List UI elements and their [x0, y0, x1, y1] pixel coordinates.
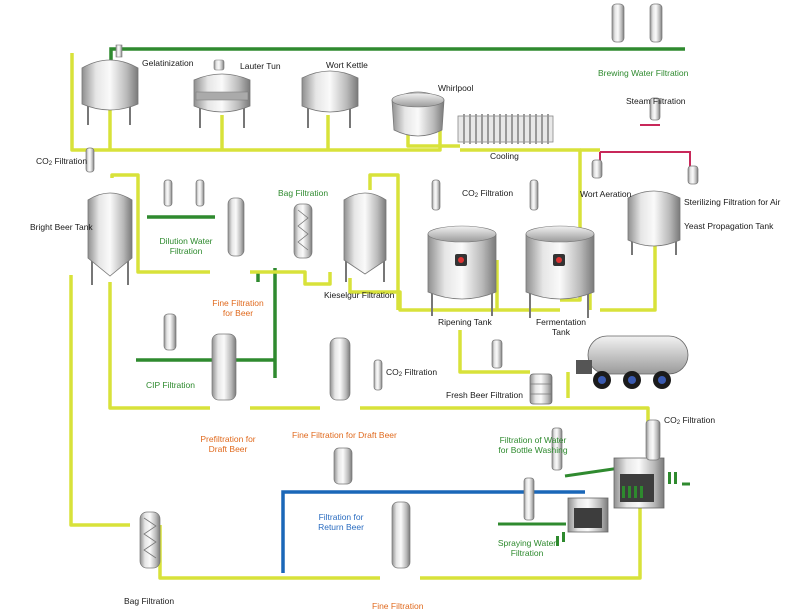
gelatinization-vessel — [81, 44, 139, 125]
label-co2-filtration-right: CO2 Filtration — [664, 415, 716, 426]
lauter-tun — [193, 59, 251, 128]
label-yeast-propagation-tank: Yeast Propagation Tank — [684, 221, 774, 231]
fermentation-tank — [525, 225, 595, 318]
bag-filter-bottom — [139, 511, 161, 569]
green-water-pipe-top — [109, 47, 685, 62]
beer-pipes — [69, 53, 657, 580]
label-lauter-tun: Lauter Tun — [240, 61, 281, 71]
label-bag-filtration-top: Bag Filtration — [278, 188, 329, 198]
kieselgur-filter-tank — [343, 192, 387, 282]
return-beer-pipe — [281, 490, 585, 573]
steam-pipe — [599, 124, 691, 175]
label-brewing-water-filtration: Brewing Water Filtration — [598, 68, 689, 78]
label-bag-filtration-bottom: Bag Filtration — [124, 596, 175, 606]
label-cooling: Cooling — [490, 151, 519, 161]
green-water-pipe-washing — [498, 466, 690, 526]
label-wort-kettle: Wort Kettle — [326, 60, 368, 70]
label-fresh-beer-filtration: Fresh Beer Filtration — [446, 390, 523, 400]
label-co2-filtration-left: CO2 Filtration — [36, 156, 88, 167]
label-cip-filtration: CIP Filtration — [146, 380, 195, 390]
label-wort-aeration: Wort Aeration — [580, 189, 632, 199]
filter-housings — [85, 3, 699, 569]
label-whirlpool: Whirlpool — [438, 83, 474, 93]
yeast-propagation-tank — [627, 190, 681, 255]
green-water-pipe-cip — [136, 268, 277, 378]
label-fine-filtration-draft-beer: Fine Filtration for Draft Beer — [292, 430, 397, 440]
cooling-unit — [457, 114, 554, 144]
label-fine-filtration-bottom: Fine Filtration — [372, 601, 424, 611]
label-ripening-tank: Ripening Tank — [438, 317, 492, 327]
whirlpool — [391, 91, 445, 137]
label-sterilizing-filtration-air: Sterilizing Filtration for Air — [684, 197, 781, 207]
label-gelatinization: Gelatinization — [142, 58, 194, 68]
bag-filter-top — [293, 203, 313, 259]
label-kieselgur-filtration: Kieselgur Filtration — [324, 290, 395, 300]
label-steam-filtration: Steam Filtration — [626, 96, 686, 106]
ripening-tank — [427, 225, 497, 316]
keg — [529, 373, 553, 405]
bright-beer-tank — [87, 192, 133, 285]
label-co2-filtration-mid: CO2 Filtration — [462, 188, 514, 199]
label-bright-beer-tank: Bright Beer Tank — [30, 222, 93, 232]
wort-kettle — [301, 70, 359, 128]
bottling-line — [556, 457, 677, 546]
tanker-truck — [576, 335, 689, 389]
label-co2-filtration-draft: CO2 Filtration — [386, 367, 438, 378]
